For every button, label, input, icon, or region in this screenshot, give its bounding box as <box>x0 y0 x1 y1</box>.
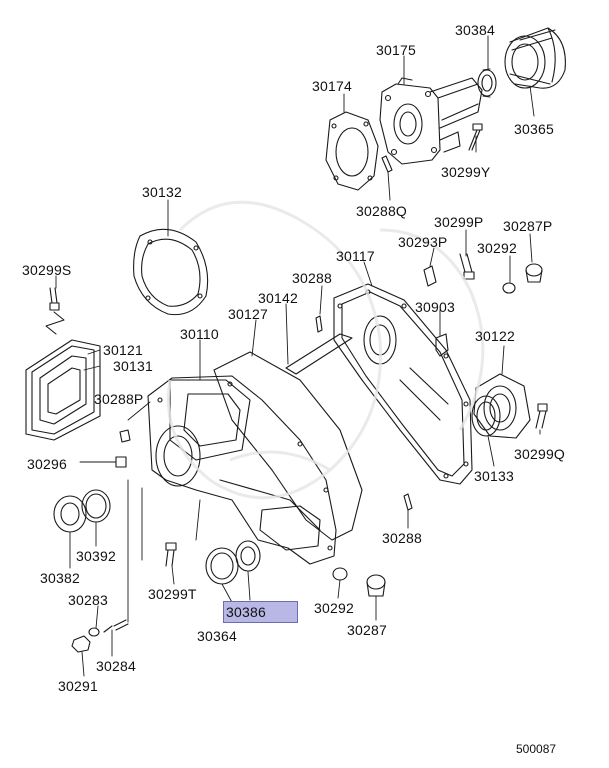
label-30283[interactable]: 30283 <box>68 592 108 608</box>
label-30386-highlighted[interactable]: 30386 <box>223 601 298 623</box>
boot-30365-drawing <box>504 27 566 89</box>
label-30133[interactable]: 30133 <box>474 468 514 484</box>
label-30364[interactable]: 30364 <box>197 628 237 644</box>
stud-30284-drawing <box>103 619 129 633</box>
extension-housing-30175-drawing <box>379 77 483 165</box>
diagram-code: 500087 <box>516 742 557 756</box>
pin-30288Q-drawing <box>381 155 393 173</box>
label-30287[interactable]: 30287 <box>347 622 387 638</box>
label-30288-lower[interactable]: 30288 <box>382 530 422 546</box>
label-30299Q[interactable]: 30299Q <box>514 446 566 462</box>
bolt-30299S-drawing <box>45 287 65 335</box>
label-30299Y[interactable]: 30299Y <box>441 164 491 180</box>
label-30292-upper[interactable]: 30292 <box>477 240 517 256</box>
main-case-30110-drawing <box>147 375 337 565</box>
label-30288-upper[interactable]: 30288 <box>292 270 332 286</box>
label-30142[interactable]: 30142 <box>258 290 298 306</box>
label-30384[interactable]: 30384 <box>455 22 495 38</box>
label-30288Q[interactable]: 30288Q <box>356 203 408 219</box>
plug-30287P-drawing <box>525 263 543 283</box>
label-30299P[interactable]: 30299P <box>434 214 484 230</box>
label-30365[interactable]: 30365 <box>514 121 554 137</box>
label-30175[interactable]: 30175 <box>376 42 416 58</box>
nut-30291-drawing <box>71 635 91 653</box>
gasket-30174-drawing <box>325 111 379 191</box>
label-30174[interactable]: 30174 <box>312 78 352 94</box>
label-30132[interactable]: 30132 <box>142 184 182 200</box>
label-30903[interactable]: 30903 <box>415 299 455 315</box>
label-30122[interactable]: 30122 <box>475 328 515 344</box>
seal-30384-drawing <box>477 68 497 98</box>
label-30110[interactable]: 30110 <box>180 326 219 342</box>
pin-30288P-drawing <box>119 429 131 443</box>
bolt-30299Q-drawing <box>535 403 548 429</box>
label-30299S[interactable]: 30299S <box>22 262 72 278</box>
gasket-30133-drawing <box>471 395 501 437</box>
washer-30292-upper-drawing <box>502 282 516 294</box>
label-30121[interactable]: 30121 <box>103 342 143 358</box>
label-30291[interactable]: 30291 <box>58 678 98 694</box>
label-30292-lower[interactable]: 30292 <box>314 600 354 616</box>
label-30127[interactable]: 30127 <box>228 306 268 322</box>
label-30299T[interactable]: 30299T <box>148 586 197 602</box>
oil-guide-30142-drawing <box>285 333 353 375</box>
bolt-30299T-drawing <box>165 542 177 567</box>
watermark-emblem <box>166 200 485 500</box>
seal-30386-drawing <box>235 540 261 572</box>
gasket-30132-drawing <box>133 228 209 316</box>
washer-30283-drawing <box>88 627 100 637</box>
bolt-30299P-drawing <box>459 253 475 280</box>
label-30288P[interactable]: 30288P <box>94 391 144 407</box>
pin-30288-lower-drawing <box>403 493 413 511</box>
label-30287P[interactable]: 30287P <box>503 218 553 234</box>
label-30392[interactable]: 30392 <box>76 548 116 564</box>
label-30382[interactable]: 30382 <box>40 570 80 586</box>
clip-30293P-drawing <box>423 265 437 287</box>
label-30131[interactable]: 30131 <box>113 358 153 374</box>
cover-30121-drawing <box>25 339 101 441</box>
label-30117[interactable]: 30117 <box>336 248 375 264</box>
label-30284[interactable]: 30284 <box>96 658 136 674</box>
pin-30288-upper-drawing <box>315 315 323 333</box>
label-30296[interactable]: 30296 <box>27 456 67 472</box>
label-30293P[interactable]: 30293P <box>398 234 448 250</box>
breather-30296-drawing <box>83 456 127 468</box>
